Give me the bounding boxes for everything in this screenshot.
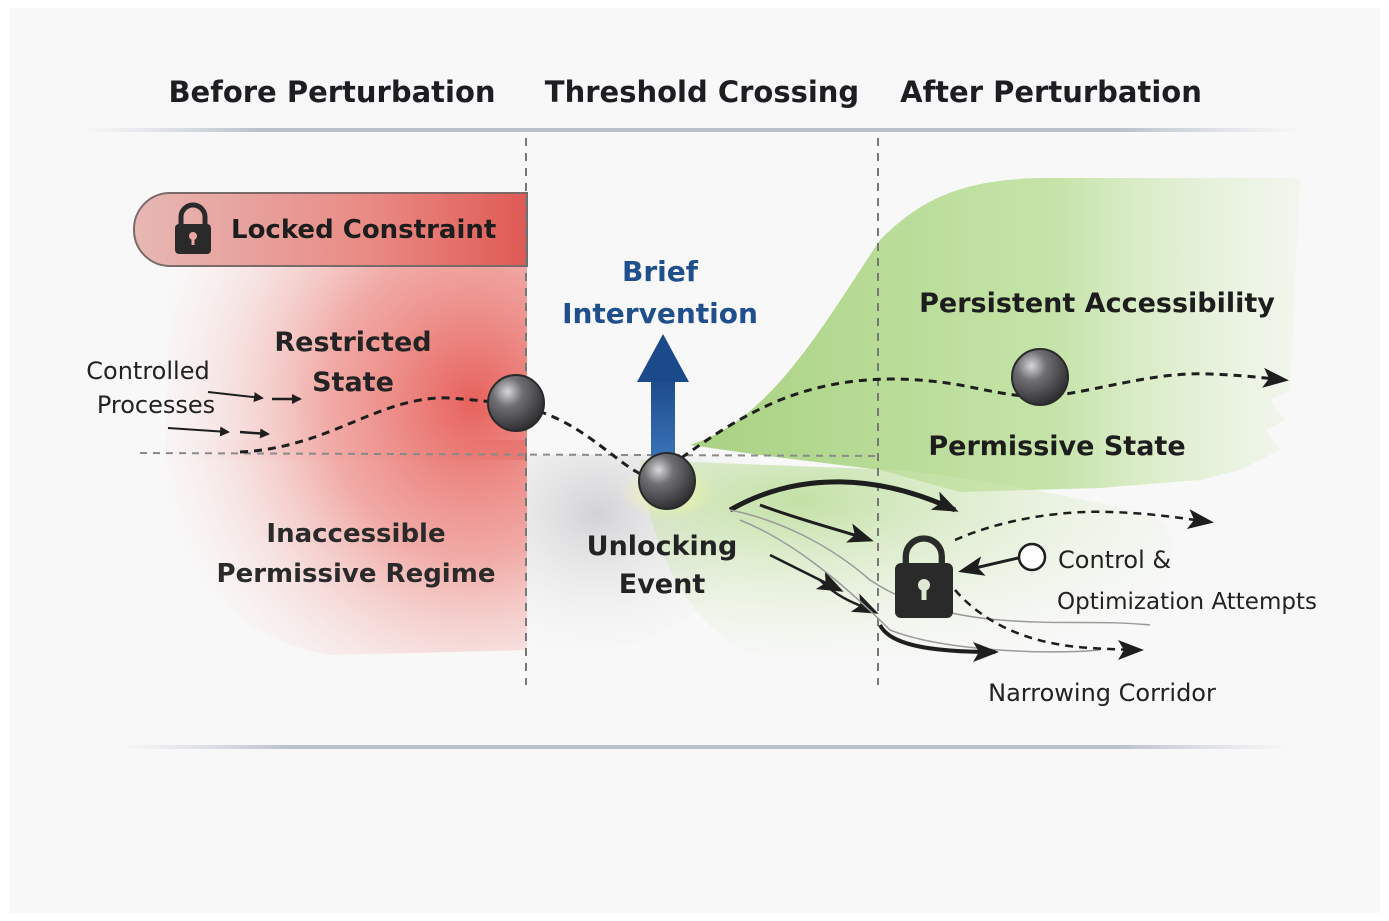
control-attempt-arrow bbox=[958, 556, 1019, 576]
relock-padlock-icon bbox=[895, 535, 953, 618]
padlock-icon bbox=[175, 202, 211, 254]
ball-restricted bbox=[487, 374, 545, 432]
branch-arrow-middle bbox=[759, 503, 874, 543]
header-after: After Perturbation bbox=[900, 75, 1202, 109]
restricted-band bbox=[160, 440, 527, 460]
branch-arrow-lower bbox=[769, 553, 844, 592]
restricted-state-label-1: Restricted bbox=[274, 327, 431, 358]
brief-intervention-label-1: Brief bbox=[622, 255, 699, 288]
unlocking-event-label-2: Event bbox=[619, 569, 706, 600]
branch-arrow-lowest bbox=[819, 579, 879, 614]
controlled-processes-label-1: Controlled bbox=[86, 357, 209, 385]
process-arrow-3 bbox=[167, 426, 230, 437]
unlocking-event-label-1: Unlocking bbox=[587, 531, 738, 562]
landscape-trajectory bbox=[239, 367, 1289, 480]
ball-unlocking bbox=[638, 452, 696, 510]
corridor-dashed-upper bbox=[954, 509, 1214, 542]
intervention-arrow bbox=[637, 334, 689, 458]
control-attempts-label-1: Control & bbox=[1058, 546, 1171, 574]
corridor-dashed-lower bbox=[954, 589, 1144, 660]
process-arrow-4 bbox=[239, 428, 270, 439]
branch-arrow-upper bbox=[728, 479, 959, 513]
control-attempts-label-2: Optimization Attempts bbox=[1057, 589, 1317, 615]
ball-permissive bbox=[1011, 348, 1069, 406]
locked-constraint-pill bbox=[132, 192, 528, 267]
restricted-state-label-2: State bbox=[312, 367, 394, 398]
header-before: Before Perturbation bbox=[168, 75, 495, 109]
process-arrow-1 bbox=[207, 391, 264, 403]
inaccessible-label-1: Inaccessible bbox=[266, 519, 445, 549]
locked-constraint-label: Locked Constraint bbox=[231, 215, 496, 245]
persistent-accessibility-label: Persistent Accessibility bbox=[919, 288, 1275, 319]
narrowing-corridor-label: Narrowing Corridor bbox=[988, 679, 1216, 707]
baseline-dashed bbox=[139, 452, 881, 457]
control-attempt-marker bbox=[1017, 542, 1047, 572]
brief-intervention-label-2: Intervention bbox=[562, 297, 758, 330]
controlled-processes-label-2: Processes bbox=[97, 391, 215, 419]
footer-rule bbox=[120, 745, 1290, 749]
permissive-state-label: Permissive State bbox=[928, 431, 1185, 462]
corridor-thin-line-2 bbox=[739, 519, 1101, 653]
inaccessible-label-2: Permissive Regime bbox=[217, 559, 496, 589]
header-threshold: Threshold Crossing bbox=[545, 75, 859, 109]
corridor-solid-arrow bbox=[878, 623, 999, 662]
permissive-state-hill bbox=[690, 178, 1300, 492]
header-rule bbox=[80, 128, 1300, 132]
